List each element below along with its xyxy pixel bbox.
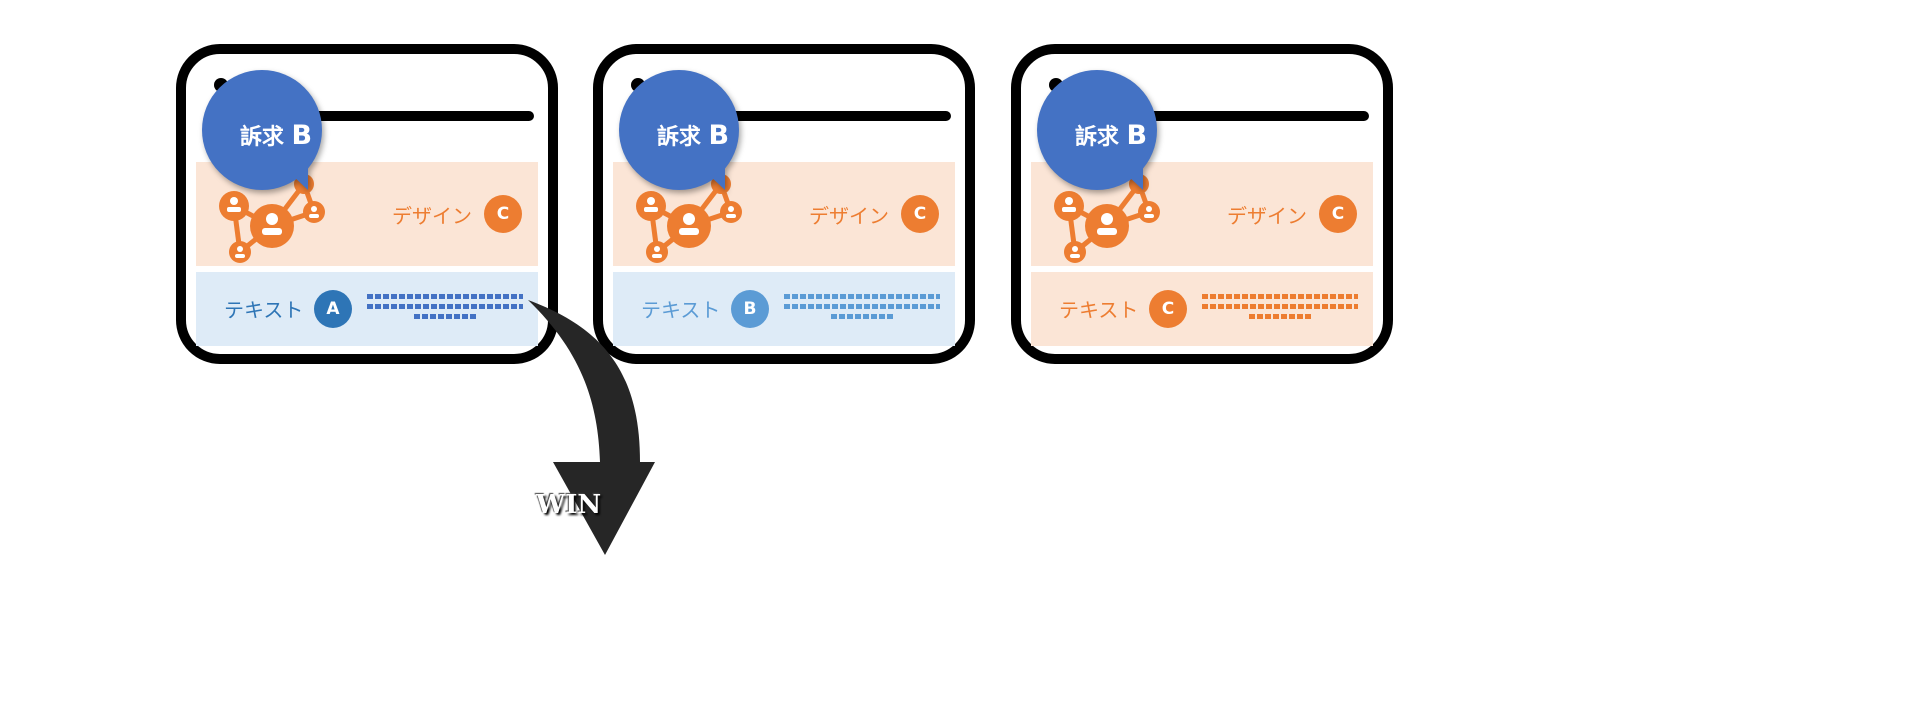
design-label: デザイン — [392, 204, 472, 228]
text-label: テキスト — [641, 298, 721, 322]
design-label: デザイン — [1227, 204, 1307, 228]
text-label: テキスト — [224, 298, 304, 322]
bubble-letter: B — [1126, 120, 1148, 151]
network-icon — [1054, 174, 1160, 263]
bubble-letter: B — [291, 120, 313, 151]
bubble-text: 訴求 — [239, 125, 284, 150]
ad-card-3: デザイン C テキスト C 訴求 B — [1011, 44, 1393, 364]
design-label: デザイン — [809, 204, 889, 228]
text-row: テキスト A — [196, 272, 538, 346]
design-grade-badge: C — [484, 195, 522, 233]
text-grade-badge: C — [1149, 290, 1187, 328]
text-grade-badge: B — [731, 290, 769, 328]
ad-card-2: デザイン C テキスト B 訴求 B — [593, 44, 975, 364]
header-bar — [296, 111, 534, 121]
appeal-speech-bubble: 訴求 B — [613, 64, 773, 224]
text-placeholder-lines — [366, 294, 524, 324]
bubble-letter: B — [708, 120, 730, 151]
header-bar — [1131, 111, 1369, 121]
win-label: WIN — [536, 490, 602, 520]
appeal-speech-bubble: 訴求 B — [1031, 64, 1191, 224]
design-grade-badge: C — [1319, 195, 1357, 233]
bubble-text: 訴求 — [656, 125, 701, 150]
bubble-text: 訴求 — [1074, 125, 1119, 150]
appeal-speech-bubble: 訴求 B — [196, 64, 356, 224]
text-row: テキスト C — [1031, 272, 1373, 346]
text-placeholder-lines — [1201, 294, 1359, 324]
text-placeholder-lines — [783, 294, 941, 324]
text-label: テキスト — [1059, 298, 1139, 322]
header-bar — [713, 111, 951, 121]
ad-card-1: デザイン C テキスト A 訴求 B — [176, 44, 558, 364]
text-row: テキスト B — [613, 272, 955, 346]
network-icon — [636, 174, 742, 263]
text-grade-badge: A — [314, 290, 352, 328]
network-icon — [219, 174, 325, 263]
design-grade-badge: C — [901, 195, 939, 233]
